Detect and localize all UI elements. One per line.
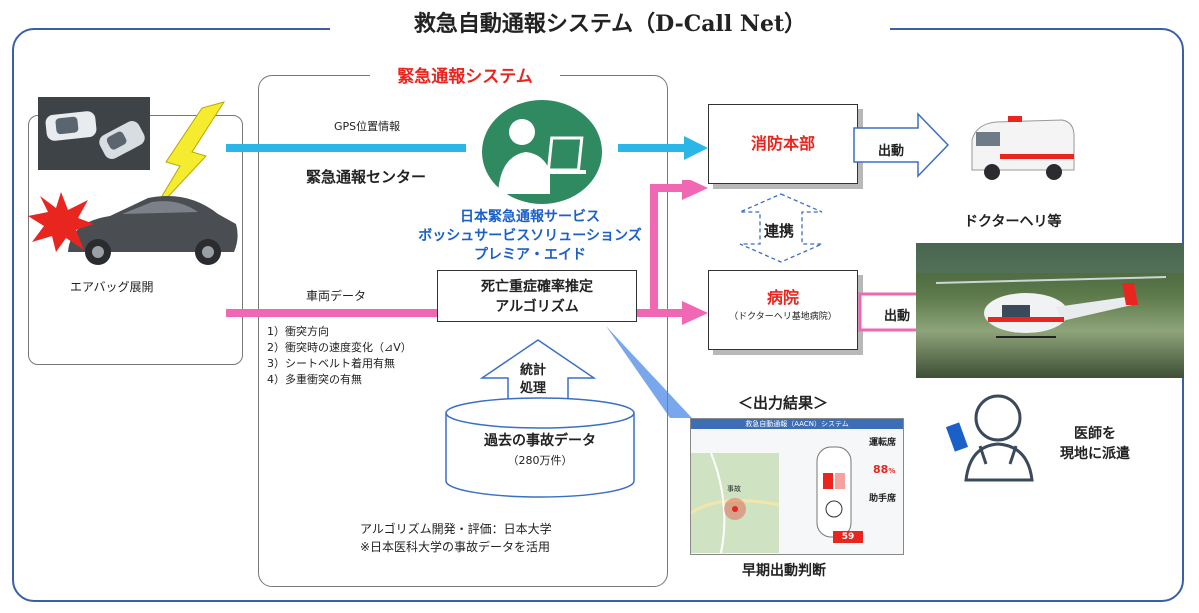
hospital-label: 病院 xyxy=(766,288,799,307)
credits: アルゴリズム開発・評価：日本大学 ※日本医科大学の事故データを活用 xyxy=(360,520,552,556)
operator-name: 日本緊急通報サービス xyxy=(460,209,600,225)
screen-header: 救急自動通報（AACN）システム xyxy=(691,419,903,429)
dispatch-arrow-top xyxy=(853,112,950,178)
stats-label: 統計 処理 xyxy=(520,362,546,398)
gps-arrow xyxy=(226,136,708,160)
doctor-heli-label: ドクターヘリ等 xyxy=(964,214,1062,230)
algorithm-line: アルゴリズム xyxy=(495,299,579,315)
algorithm-line: 死亡重症確率推定 xyxy=(481,279,593,295)
map-label: 事故 xyxy=(727,485,741,493)
helicopter-photo xyxy=(916,243,1184,378)
car-icon xyxy=(68,196,238,265)
hospital-sub-label: （ドクターヘリ基地病院） xyxy=(729,312,837,322)
center-name: 緊急通報センター xyxy=(306,168,427,186)
driver-probability-unit: % xyxy=(888,467,896,475)
vehicle-data-label: 車両データ xyxy=(306,289,367,303)
early-decision-label: 早期出動判断 xyxy=(742,563,826,579)
seat-passenger-label: 助手席 xyxy=(869,494,897,504)
driver-probability-value: 88 xyxy=(873,463,889,476)
dispatch-label-bottom: 出動 xyxy=(884,309,911,324)
fire-dept-box: 消防本部 xyxy=(708,104,858,184)
ambulance-icon xyxy=(971,116,1075,180)
speed-value: 59 xyxy=(833,531,863,543)
airbag-label: エアバッグ展開 xyxy=(70,280,154,294)
credit-line: ※日本医科大学の事故データを活用 xyxy=(360,540,551,554)
result-pointer xyxy=(606,326,692,418)
operator-icon xyxy=(482,100,602,204)
database-icon xyxy=(445,397,635,498)
airbag-burst-icon xyxy=(28,192,94,252)
vehicle-data-arrow xyxy=(226,180,708,325)
car-diagram xyxy=(816,446,852,538)
coordination-label: 連携 xyxy=(764,222,795,240)
algorithm-box: 死亡重症確率推定 アルゴリズム xyxy=(437,270,637,322)
crash-photo xyxy=(38,97,150,170)
output-label: ＜出力結果＞ xyxy=(738,394,829,412)
stats-line: 統計 xyxy=(520,363,547,378)
doctor-dispatch-line: 現地に派遣 xyxy=(1060,446,1130,462)
doctor-dispatch-label: 医師を 現地に派遣 xyxy=(1060,424,1130,464)
hospital-box: 病院 （ドクターヘリ基地病院） xyxy=(708,270,858,350)
vehicle-data-list: 1）衝突方向 2）衝突時の速度変化（⊿V） 3）シートベルト着用有無 4）多重衝… xyxy=(267,324,412,388)
doctor-dispatch-line: 医師を xyxy=(1074,426,1116,442)
operator-list: 日本緊急通報サービス ボッシュサービスソリューションズ プレミア・エイド xyxy=(400,208,660,265)
vehicle-data-item: 4）多重衝突の有無 xyxy=(267,373,362,386)
dispatch-label-top: 出動 xyxy=(878,144,905,159)
seat-driver-label: 運転席 xyxy=(869,438,897,448)
database-title: 過去の事故データ xyxy=(484,433,596,449)
operator-name: プレミア・エイド xyxy=(474,247,586,263)
vehicle-data-item: 2）衝突時の速度変化（⊿V） xyxy=(267,341,412,354)
screen-map xyxy=(691,453,779,553)
stats-line: 処理 xyxy=(520,381,547,396)
vehicle-data-item: 3）シートベルト着用有無 xyxy=(267,357,395,370)
coordination-arrow xyxy=(739,193,823,263)
gps-label: GPS位置情報 xyxy=(334,120,401,133)
title-banner: 救急自動通報システム（D-Call Net） xyxy=(330,6,890,46)
doctor-icon xyxy=(946,394,1034,482)
emergency-system-title: 緊急通報システム xyxy=(397,67,533,87)
database-label: 過去の事故データ （280万件） xyxy=(470,432,610,470)
driver-probability: 88% xyxy=(873,463,895,476)
fire-dept-label: 消防本部 xyxy=(750,134,815,153)
credit-line: アルゴリズム開発・評価：日本大学 xyxy=(360,522,552,536)
operator-name: ボッシュサービスソリューションズ xyxy=(418,228,642,244)
result-screen: 救急自動通報（AACN）システム 事故 運転席 88% 助手席 59 xyxy=(690,418,904,555)
vehicle-data-item: 1）衝突方向 xyxy=(267,325,329,338)
lightning-icon xyxy=(149,101,226,217)
diagram-title: 救急自動通報システム（D-Call Net） xyxy=(413,11,807,37)
database-count: （280万件） xyxy=(507,454,573,467)
